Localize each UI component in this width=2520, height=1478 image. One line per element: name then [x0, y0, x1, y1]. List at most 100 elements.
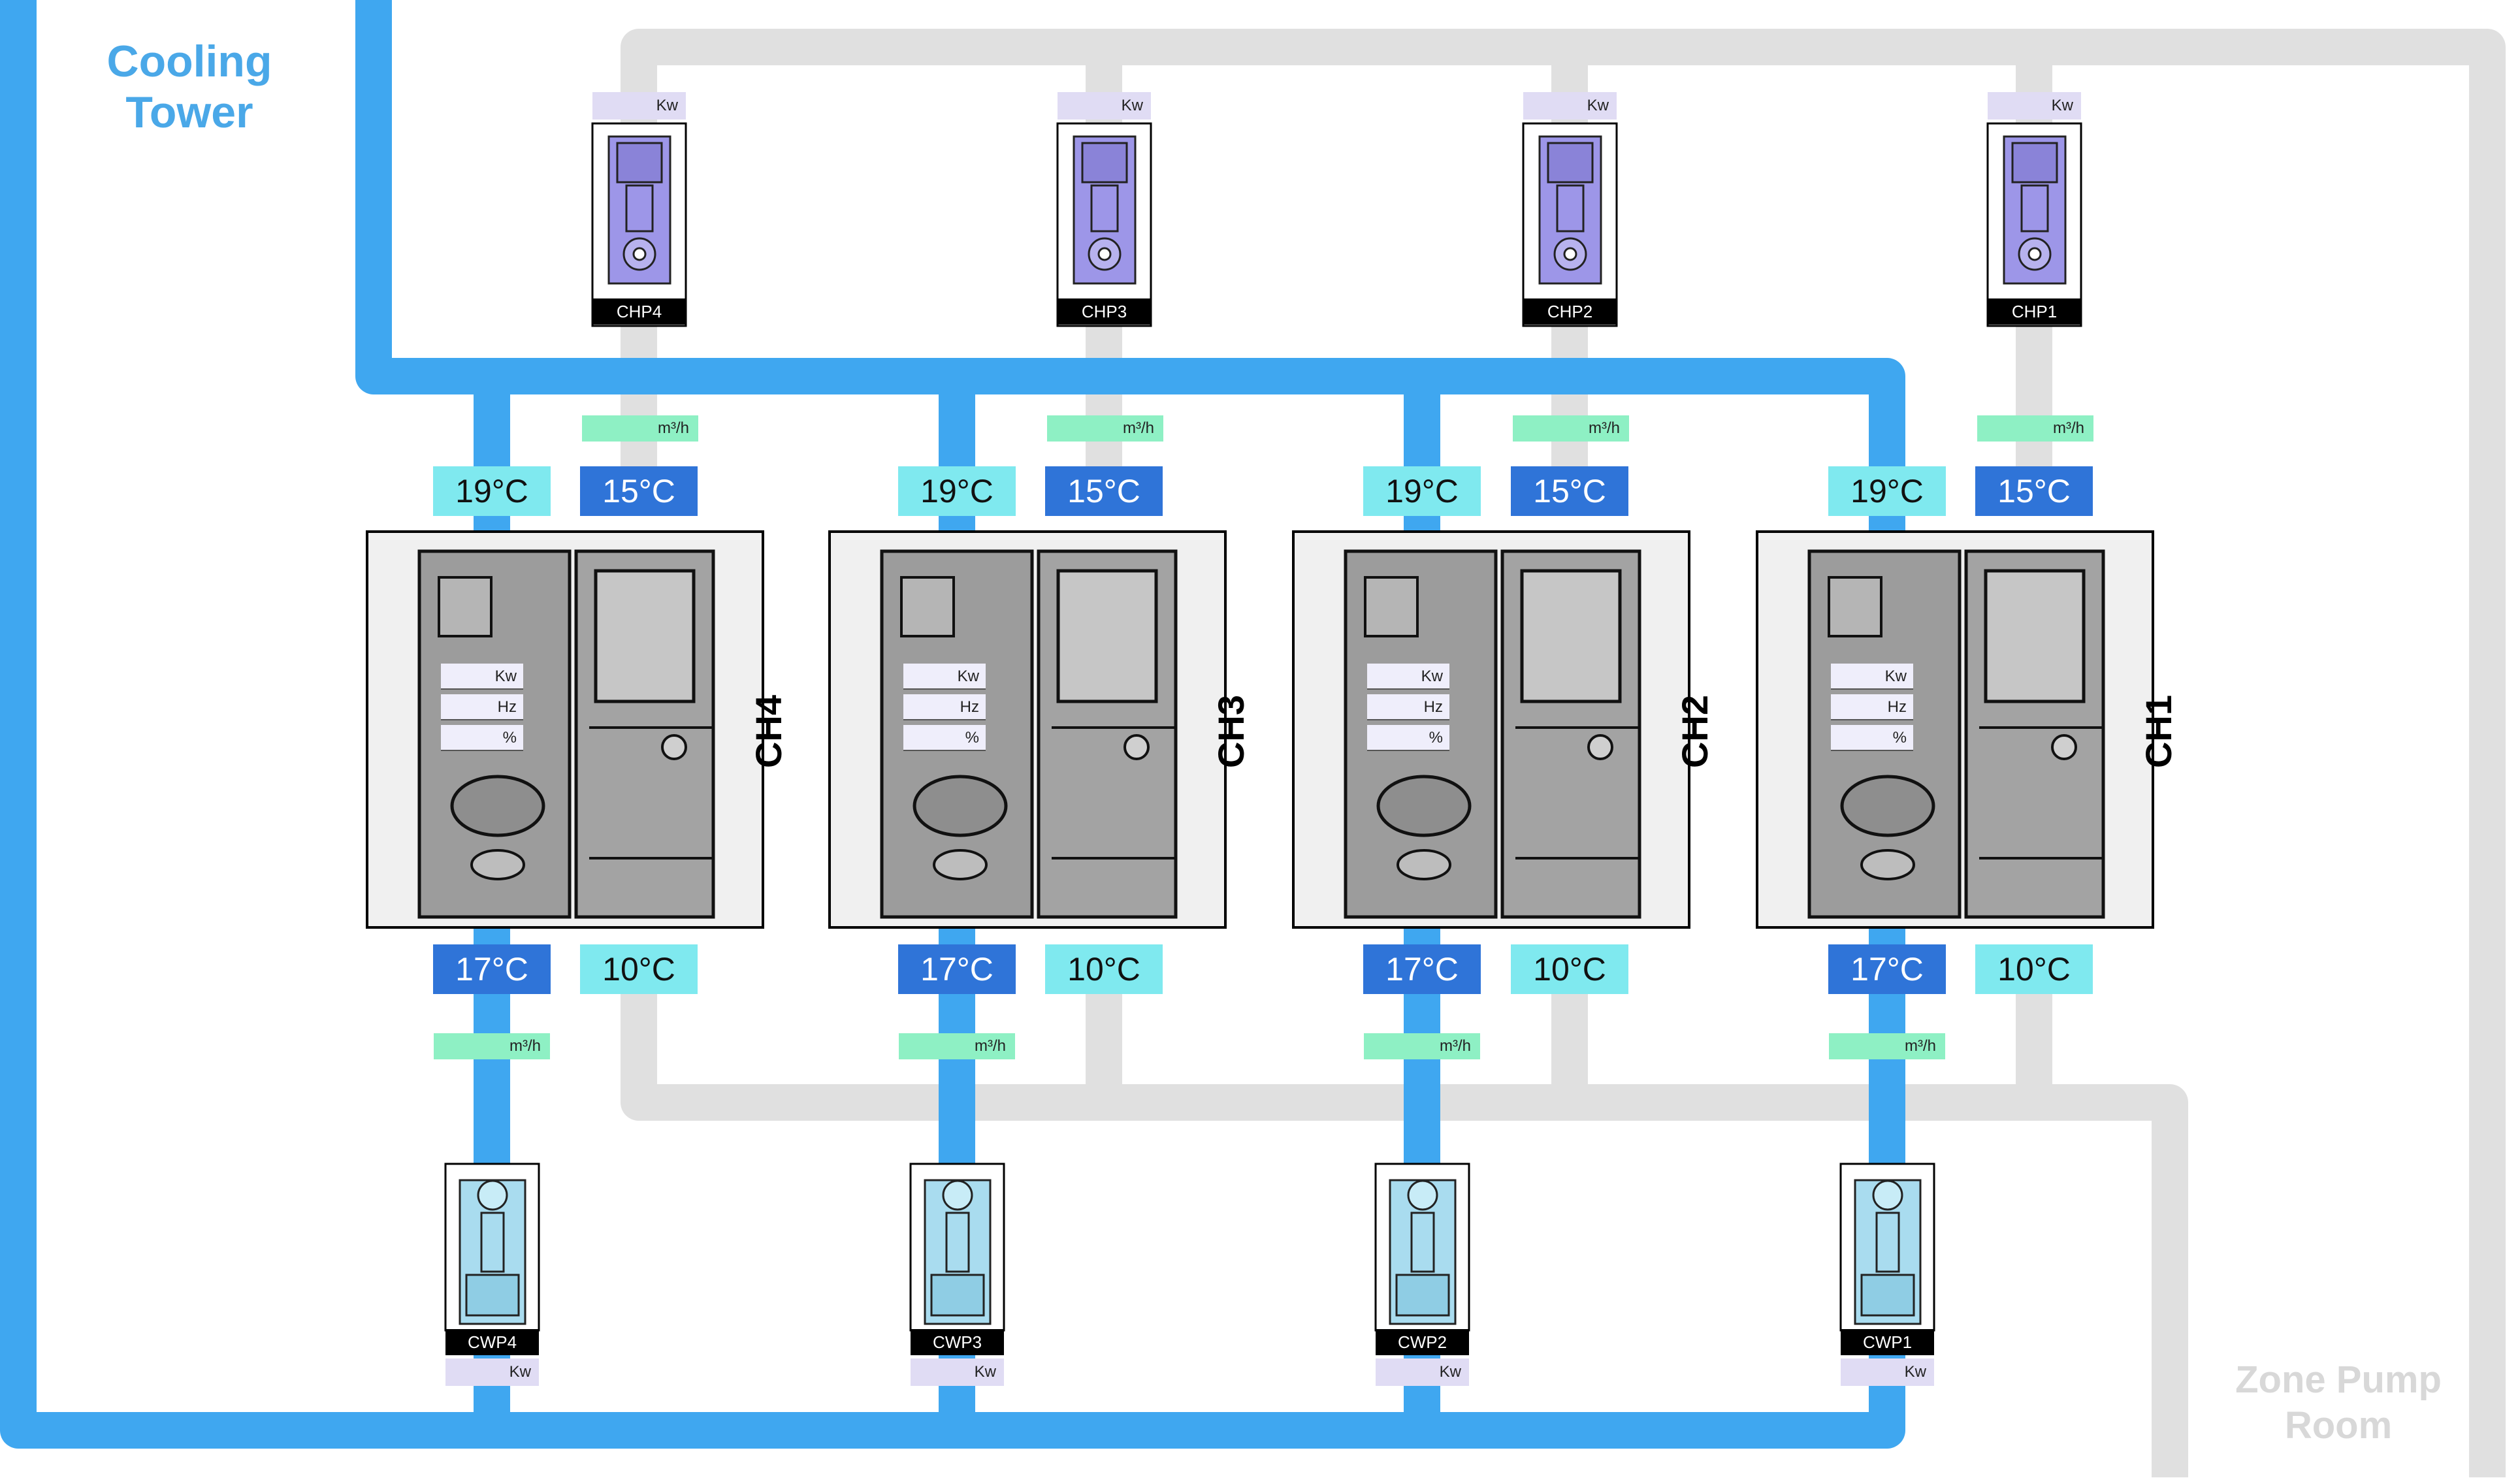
cw-flow-meter: m³/h: [434, 1033, 550, 1059]
oil-sump: [933, 849, 988, 880]
cwp-name: CWP3: [911, 1329, 1004, 1355]
valve: [1587, 734, 1613, 760]
chp-pump-4: [1986, 122, 2082, 327]
oil-sump: [470, 849, 525, 880]
chp-shaft: [625, 184, 654, 233]
chw-return-temp: 15°C: [1975, 466, 2093, 516]
chp-name: CHP3: [1058, 298, 1151, 325]
valve: [2051, 734, 2077, 760]
zone-pump-room-label: Zone Pump Room: [2235, 1358, 2442, 1447]
cwp-name: CWP4: [445, 1329, 539, 1355]
cond-inlet-temp: 19°C: [1363, 466, 1481, 516]
cwp-name: CWP1: [1841, 1329, 1934, 1355]
chp-name: CHP2: [1523, 298, 1617, 325]
cw-flow-meter: m³/h: [1364, 1033, 1480, 1059]
chp-hub: [632, 247, 647, 261]
cwp-pump-1: [444, 1163, 540, 1332]
chiller-name: CH1: [2138, 694, 2179, 769]
cwp-pump-4: [1839, 1163, 1935, 1332]
chiller-meter-pct: %: [1831, 725, 1913, 751]
chw-return-temp: 15°C: [580, 466, 698, 516]
cond-inlet-temp: 19°C: [1828, 466, 1946, 516]
chiller-2: [828, 530, 1227, 929]
chp-name: CHP4: [592, 298, 686, 325]
chiller-meter-hz: Hz: [1831, 694, 1913, 720]
cond-outlet-temp: 17°C: [433, 944, 551, 994]
cwp-impeller: [1872, 1180, 1903, 1211]
compressor-motor: [1840, 775, 1935, 837]
chiller-meter-pct: %: [441, 725, 523, 751]
cwp-power-label: Kw: [911, 1358, 1004, 1386]
cwp-pump-3: [1374, 1163, 1470, 1332]
cw-arrow-tip: [355, 0, 392, 18]
cwp-motor: [465, 1274, 520, 1317]
valve: [1123, 734, 1150, 760]
cond-inlet-temp: 19°C: [433, 466, 551, 516]
cwp-name: CWP2: [1376, 1329, 1469, 1355]
control-panel: [594, 569, 696, 703]
compressor-motor: [450, 775, 545, 837]
chiller-meter-pct: %: [903, 725, 986, 751]
cond-inlet-temp: 19°C: [898, 466, 1016, 516]
chw-supply-temp: 10°C: [1975, 944, 2093, 994]
oil-sump: [1860, 849, 1915, 880]
oil-sump: [1397, 849, 1451, 880]
chw-return-temp: 15°C: [1511, 466, 1628, 516]
evaporator-lines: [1979, 726, 2103, 859]
chp-power-label: Kw: [1523, 92, 1617, 120]
control-panel: [1056, 569, 1158, 703]
chp-shaft: [1090, 184, 1119, 233]
chiller-meter-kw: Kw: [1831, 664, 1913, 690]
chp-pump-3: [1522, 122, 1618, 327]
chp-power-label: Kw: [592, 92, 686, 120]
chp-pump-2: [1056, 122, 1152, 327]
cwp-power-label: Kw: [1841, 1358, 1934, 1386]
cooling-tower-label: Cooling Tower: [106, 37, 272, 137]
cw-flow-meter: m³/h: [899, 1033, 1015, 1059]
compressor-hatch: [900, 576, 955, 637]
chw-supply-temp: 10°C: [1045, 944, 1163, 994]
compressor-motor: [913, 775, 1008, 837]
cwp-motor: [930, 1274, 985, 1317]
cwp-impeller: [942, 1180, 973, 1211]
compressor-hatch: [438, 576, 493, 637]
cwp-pump-2: [909, 1163, 1005, 1332]
chp-power-label: Kw: [1988, 92, 2081, 120]
chw-supply-temp: 10°C: [1511, 944, 1628, 994]
chiller-meter-kw: Kw: [903, 664, 986, 690]
chp-shaft: [1556, 184, 1585, 233]
chiller-name: CH2: [1674, 694, 1715, 769]
evaporator-lines: [589, 726, 713, 859]
cond-outlet-temp: 17°C: [1828, 944, 1946, 994]
cwp-shaft: [945, 1212, 970, 1273]
chp-motor: [616, 142, 663, 184]
chiller-1: [366, 530, 764, 929]
chp-hub: [1097, 247, 1112, 261]
chiller-meter-hz: Hz: [1367, 694, 1449, 720]
chiller-name: CH4: [748, 694, 789, 769]
compressor-motor: [1376, 775, 1472, 837]
chp-power-label: Kw: [1058, 92, 1151, 120]
cwp-motor: [1395, 1274, 1450, 1317]
chp-hub: [2027, 247, 2042, 261]
chp-pump-1: [591, 122, 687, 327]
chiller-meter-kw: Kw: [1367, 664, 1449, 690]
cwp-shaft: [480, 1212, 505, 1273]
cond-outlet-temp: 17°C: [1363, 944, 1481, 994]
chw-flow-meter: m³/h: [582, 415, 698, 442]
chiller-name: CH3: [1210, 694, 1252, 769]
chiller-meter-kw: Kw: [441, 664, 523, 690]
chp-motor: [1081, 142, 1128, 184]
cwp-power-label: Kw: [1376, 1358, 1469, 1386]
valve: [661, 734, 687, 760]
chw-return-temp: 15°C: [1045, 466, 1163, 516]
chp-shaft: [2020, 184, 2049, 233]
control-panel: [1520, 569, 1622, 703]
cwp-impeller: [1407, 1180, 1438, 1211]
chiller-meter-pct: %: [1367, 725, 1449, 751]
compressor-hatch: [1364, 576, 1419, 637]
evaporator-lines: [1052, 726, 1176, 859]
chiller-3: [1292, 530, 1690, 929]
chp-hub: [1563, 247, 1577, 261]
